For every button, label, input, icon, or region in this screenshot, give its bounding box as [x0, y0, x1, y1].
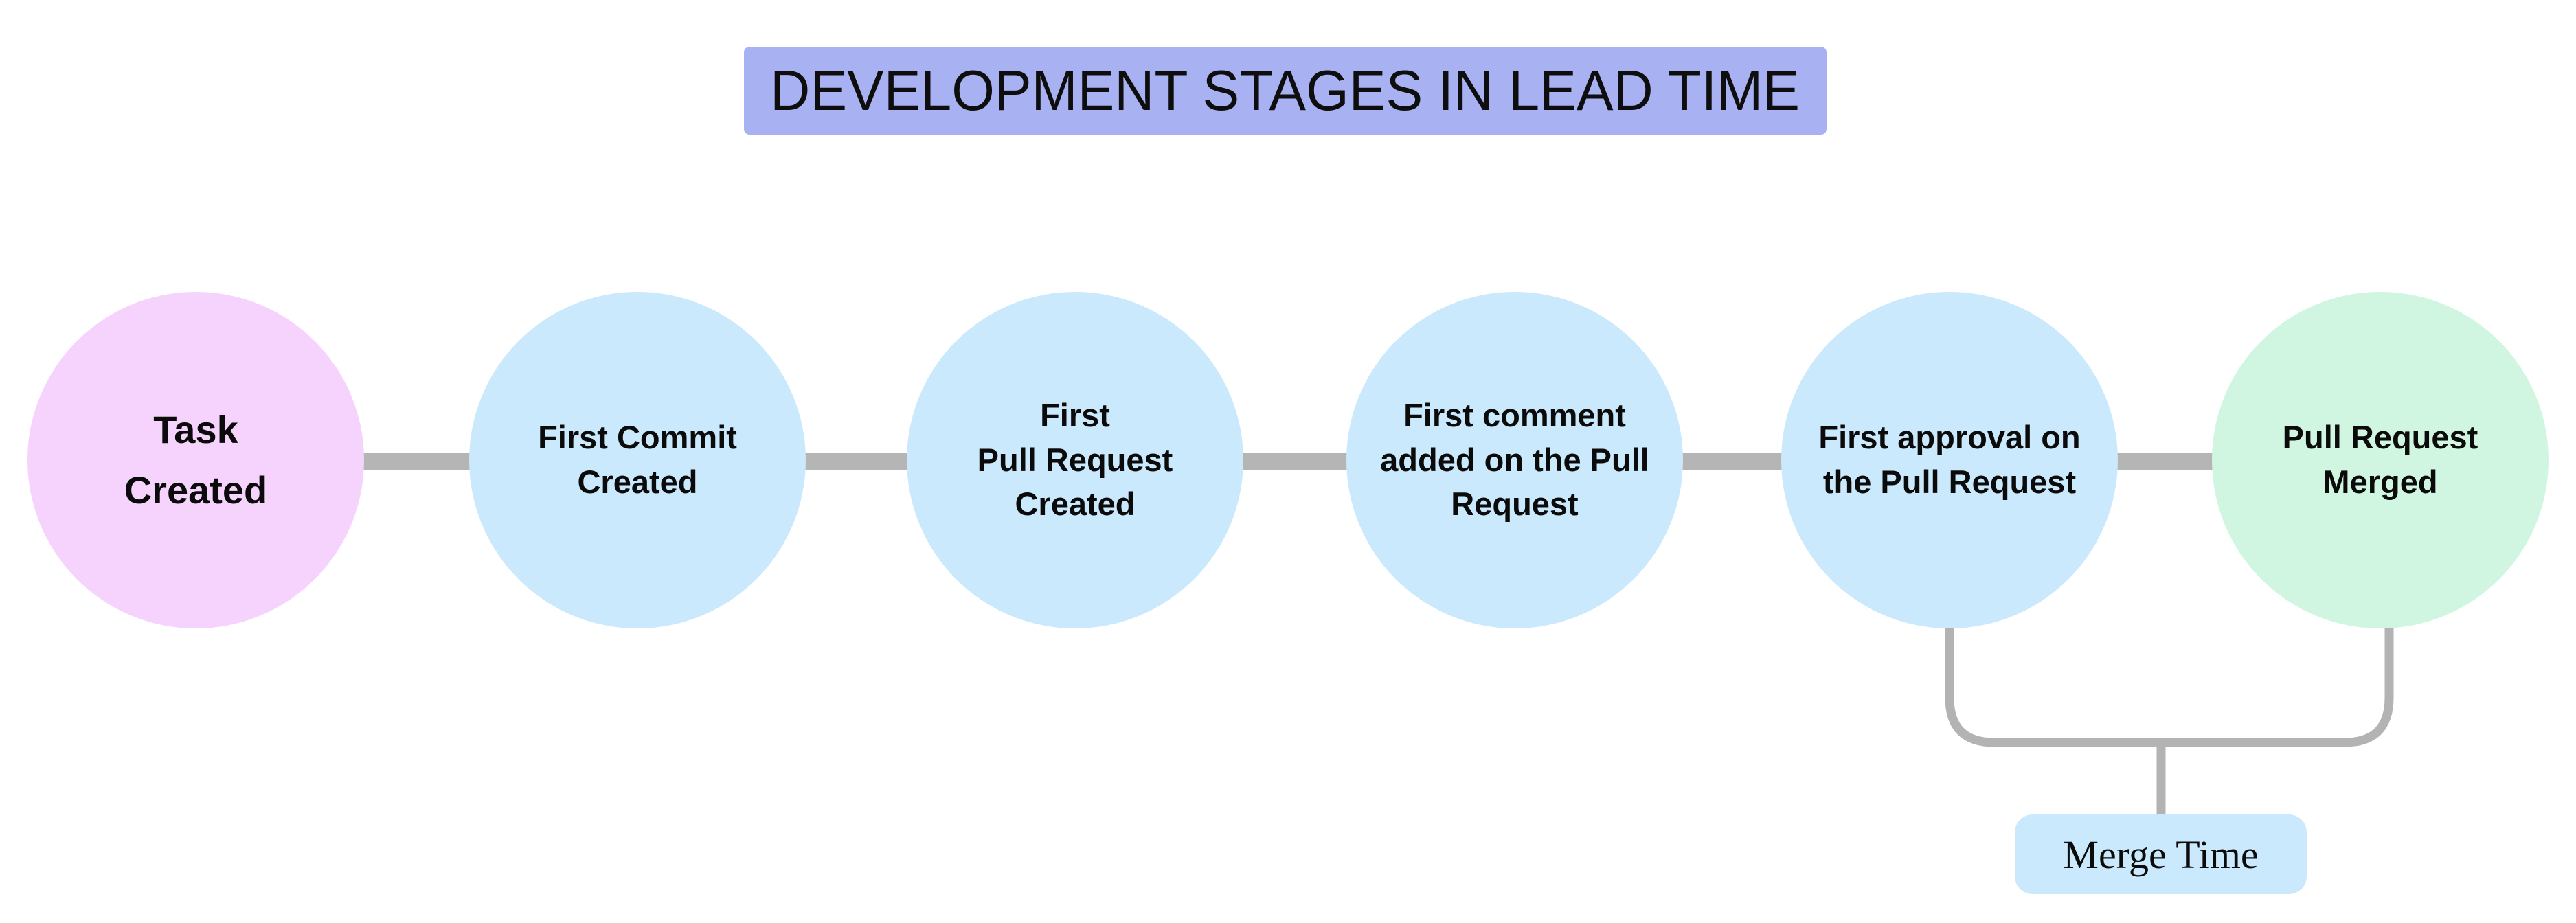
- bracket-span-path: [1945, 622, 2394, 747]
- merge-time-label: Merge Time: [2063, 832, 2259, 877]
- diagram-title-bar: DEVELOPMENT STAGES IN LEAD TIME: [744, 47, 1827, 135]
- stage-task-created: Task Created: [27, 292, 364, 628]
- merge-time-label-box: Merge Time: [2015, 814, 2307, 894]
- stage-first-pull-request-created: First Pull Request Created: [907, 292, 1243, 628]
- diagram-title: DEVELOPMENT STAGES IN LEAD TIME: [770, 58, 1800, 122]
- stage-first-approval: First approval on the Pull Request: [1781, 292, 2118, 628]
- stage-pull-request-merged: Pull Request Merged: [2212, 292, 2549, 628]
- stage-first-commit-created: First Commit Created: [469, 292, 806, 628]
- stage-first-comment-added: First comment added on the Pull Request: [1346, 292, 1683, 628]
